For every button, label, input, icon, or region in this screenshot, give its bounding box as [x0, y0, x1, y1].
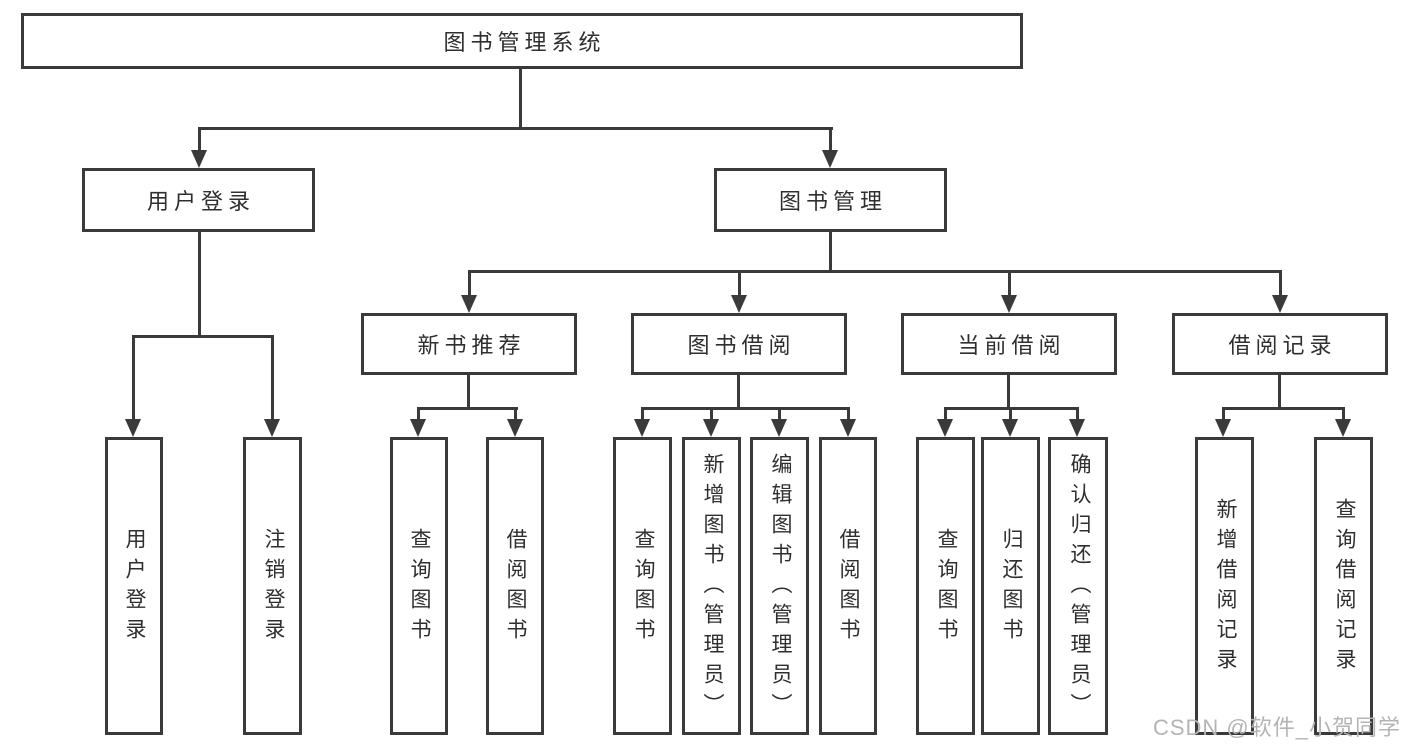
leaf-user-login: 用户登录	[105, 437, 163, 735]
connector-line	[198, 232, 201, 338]
connector-line	[1279, 270, 1282, 298]
arrow-down-icon	[1272, 295, 1288, 313]
arrow-down-icon	[1335, 419, 1351, 437]
connector-line	[417, 407, 518, 410]
connector-line	[132, 335, 135, 421]
arrow-down-icon	[1215, 419, 1231, 437]
connector-line	[271, 335, 274, 421]
arrow-down-icon	[1069, 419, 1085, 437]
node-book-borrowing: 图书借阅	[631, 313, 847, 375]
connector-line	[1008, 270, 1011, 298]
connector-line	[737, 375, 740, 410]
connector-line	[1342, 407, 1345, 423]
csdn-watermark: CSDN @软件_小贺同学	[1152, 715, 1401, 740]
node-current-borrowing: 当前借阅	[901, 313, 1117, 375]
leaf-logout: 注销登录	[243, 437, 302, 735]
node-borrowing-records: 借阅记录	[1172, 313, 1388, 375]
arrow-down-icon	[703, 419, 719, 437]
leaf-current-query-books: 查询图书	[916, 437, 975, 735]
arrow-down-icon	[410, 419, 426, 437]
connector-line	[944, 407, 947, 423]
arrow-down-icon	[840, 419, 856, 437]
arrow-down-icon	[634, 419, 650, 437]
connector-line	[198, 127, 201, 154]
connector-line	[1007, 375, 1010, 410]
connector-line	[519, 69, 522, 130]
leaf-return-books: 归还图书	[981, 437, 1040, 735]
connector-line	[738, 270, 741, 298]
connector-line	[514, 407, 517, 423]
arrow-down-icon	[822, 150, 838, 168]
connector-line	[468, 270, 1282, 273]
leaf-edit-books-admin: 编辑图书（管理员）	[750, 437, 809, 735]
connector-line	[417, 407, 420, 423]
arrow-down-icon	[1002, 419, 1018, 437]
connector-line	[1222, 407, 1344, 410]
leaf-recommend-query-books: 查询图书	[390, 437, 448, 735]
leaf-borrow-query-books: 查询图书	[613, 437, 672, 735]
arrow-down-icon	[731, 295, 747, 313]
leaf-borrow-books: 借阅图书	[819, 437, 877, 735]
connector-line	[1278, 375, 1281, 410]
connector-line	[641, 407, 644, 423]
connector-line	[198, 127, 833, 130]
connector-line	[467, 375, 470, 410]
connector-line	[829, 127, 832, 154]
connector-line	[132, 335, 274, 338]
leaf-query-borrow-record: 查询借阅记录	[1314, 437, 1373, 735]
arrow-down-icon	[771, 419, 787, 437]
node-root-library-management-system: 图书管理系统	[21, 13, 1023, 69]
connector-line	[1222, 407, 1225, 423]
connector-line	[641, 407, 850, 410]
arrow-down-icon	[1001, 295, 1017, 313]
arrow-down-icon	[507, 419, 523, 437]
leaf-confirm-return-admin: 确认归还（管理员）	[1048, 437, 1108, 735]
connector-line	[1009, 407, 1012, 423]
arrow-down-icon	[125, 419, 141, 437]
arrow-down-icon	[264, 419, 280, 437]
leaf-add-borrow-record: 新增借阅记录	[1195, 437, 1254, 735]
node-book-management: 图书管理	[714, 168, 947, 232]
connector-line	[829, 232, 832, 273]
leaf-add-books-admin: 新增图书（管理员）	[682, 437, 741, 735]
leaf-recommend-borrow-books: 借阅图书	[486, 437, 544, 735]
node-user-login: 用户登录	[82, 168, 315, 232]
connector-line	[847, 407, 850, 423]
arrow-down-icon	[937, 419, 953, 437]
arrow-down-icon	[461, 295, 477, 313]
connector-line	[710, 407, 713, 423]
connector-line	[778, 407, 781, 423]
arrow-down-icon	[191, 150, 207, 168]
node-new-book-recommendation: 新书推荐	[361, 313, 577, 375]
connector-line	[468, 270, 471, 298]
connector-line	[1076, 407, 1079, 423]
